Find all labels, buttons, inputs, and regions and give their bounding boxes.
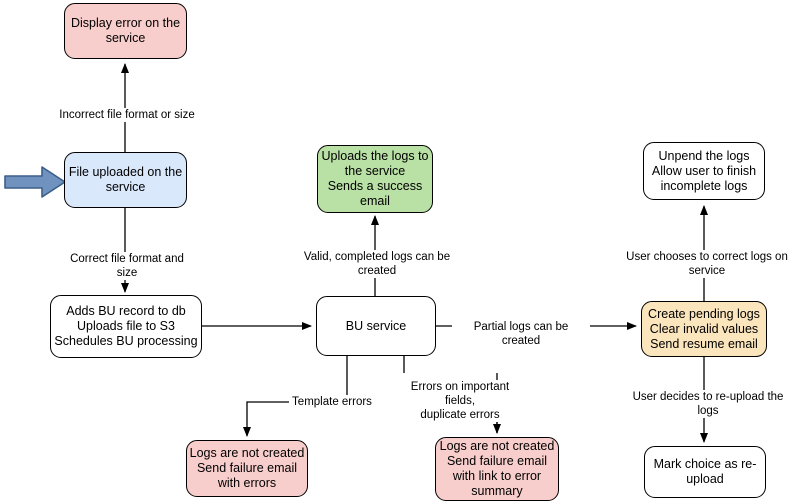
input-block-arrow-icon bbox=[4, 166, 66, 198]
edge-label-correct-file-format: Correct file format and size bbox=[58, 252, 196, 280]
node-logs-not-created-fields[interactable]: Logs are not created Send failure email … bbox=[435, 437, 559, 501]
edge-label-user-corrects-logs: User chooses to correct logs on service bbox=[609, 250, 801, 278]
edge-label-user-reuploads-logs: User decides to re-upload the logs bbox=[620, 390, 796, 418]
node-logs-not-created-template[interactable]: Logs are not created Send failure email … bbox=[186, 440, 308, 497]
node-create-pending-logs[interactable]: Create pending logs Clear invalid values… bbox=[641, 301, 767, 357]
node-uploads-logs-success[interactable]: Uploads the logs to the service Sends a … bbox=[317, 145, 433, 213]
node-adds-bu-record[interactable]: Adds BU record to db Uploads file to S3 … bbox=[50, 295, 202, 358]
node-mark-choice-reupload[interactable]: Mark choice as re- upload bbox=[644, 446, 766, 498]
node-display-error[interactable]: Display error on the service bbox=[64, 3, 187, 59]
node-file-uploaded-on-service[interactable]: File uploaded on the service bbox=[64, 152, 187, 208]
node-bu-service[interactable]: BU service bbox=[316, 296, 436, 356]
edge-label-template-errors: Template errors bbox=[289, 395, 375, 409]
edge-label-partial-logs: Partial logs can be created bbox=[452, 320, 590, 348]
edge-label-valid-completed-logs: Valid, completed logs can be created bbox=[284, 250, 470, 278]
node-unpend-logs[interactable]: Unpend the logs Allow user to finish inc… bbox=[643, 142, 765, 200]
edge-label-errors-important-fields: Errors on important fields, duplicate er… bbox=[394, 380, 526, 422]
edge-label-incorrect-file-format: Incorrect file format or size bbox=[57, 108, 197, 122]
